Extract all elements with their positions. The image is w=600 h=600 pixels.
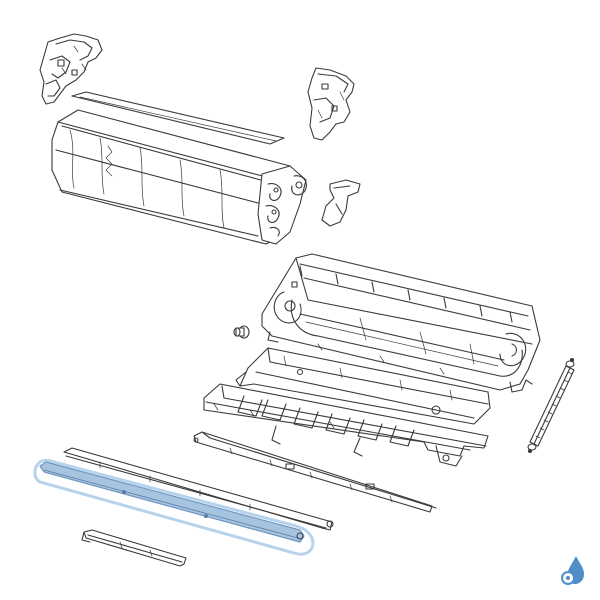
louver-vane-assembly[interactable] [203, 383, 489, 467]
small-rod-clip[interactable] [81, 529, 187, 567]
top-filter-strip[interactable] [71, 91, 285, 145]
drain-clip[interactable] [321, 179, 361, 227]
heat-exchanger-coil[interactable] [51, 109, 307, 245]
front-deflector-bar-highlight[interactable] [33, 458, 315, 556]
swing-linkage-bar[interactable] [193, 431, 437, 513]
motor-bushing[interactable] [233, 325, 250, 339]
right-upper-bracket[interactable] [307, 67, 355, 141]
water-drop-logo-icon [561, 556, 584, 585]
drain-pan-tray[interactable] [235, 347, 491, 425]
left-side-bracket[interactable] [39, 33, 103, 105]
main-chassis-housing[interactable] [261, 253, 541, 393]
guide-rail[interactable] [63, 447, 334, 531]
cross-flow-fan[interactable] [527, 357, 575, 454]
